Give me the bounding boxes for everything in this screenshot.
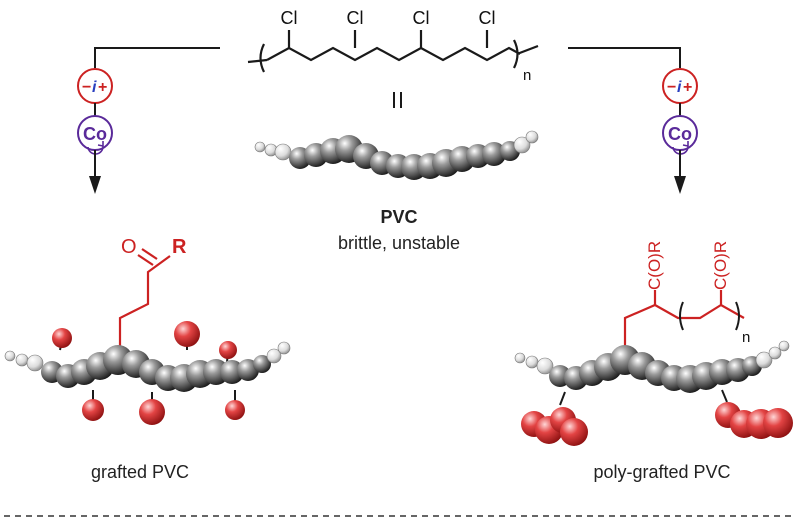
left-graft-chain: O R [118, 236, 187, 352]
bracket-left-right [679, 301, 684, 331]
carbonyl-oxygen: O [121, 236, 137, 258]
caption-grafted-pvc: grafted PVC [91, 462, 189, 482]
left-grafted-pvc-model [4, 321, 291, 425]
pvc-bead-model [254, 130, 539, 180]
right-poly-grafted-pvc-model [514, 340, 793, 446]
svg-text:Co: Co [83, 124, 107, 144]
electrode-icon: − i + [77, 68, 113, 104]
graft-group-2: C(O)R [711, 241, 730, 290]
bracket-right-right [735, 301, 740, 331]
svg-text:−: − [667, 79, 676, 96]
electrode-icon: − i + [662, 68, 698, 104]
svg-text:Co: Co [668, 124, 692, 144]
arrow-down-icon [674, 176, 686, 194]
svg-text:+: + [98, 79, 107, 96]
caption-poly-grafted-pvc: poly-grafted PVC [593, 462, 730, 482]
graft-group-1: C(O)R [645, 241, 664, 290]
svg-text:+: + [683, 79, 692, 96]
arrow-down-icon [89, 176, 101, 194]
subscript-n-top: n [523, 67, 531, 84]
cl-label-3: Cl [413, 8, 430, 28]
subscript-n-right: n [742, 329, 750, 346]
pvc-structure: Cl Cl Cl Cl n [247, 8, 539, 84]
svg-text:−: − [82, 79, 91, 96]
cl-label-2: Cl [347, 8, 364, 28]
pvc-title: PVC [380, 207, 417, 227]
equality-sign [393, 92, 402, 108]
left-pathway: − i + Co [77, 47, 220, 194]
pvc-description: brittle, unstable [338, 233, 460, 253]
cl-label-4: Cl [479, 8, 496, 28]
right-graft-chain: C(O)R C(O)R n [623, 241, 750, 352]
r-group-left: R [172, 236, 187, 258]
cobalt-catalyst-icon: Co [662, 115, 698, 155]
bracket-right [513, 39, 519, 69]
cl-label-1: Cl [281, 8, 298, 28]
bracket-left [259, 43, 265, 73]
svg-text:i: i [92, 79, 97, 96]
pvc-backbone [266, 46, 521, 62]
right-pathway: − i + Co [568, 47, 698, 194]
cobalt-catalyst-icon: Co [77, 115, 113, 155]
svg-text:i: i [677, 79, 682, 96]
